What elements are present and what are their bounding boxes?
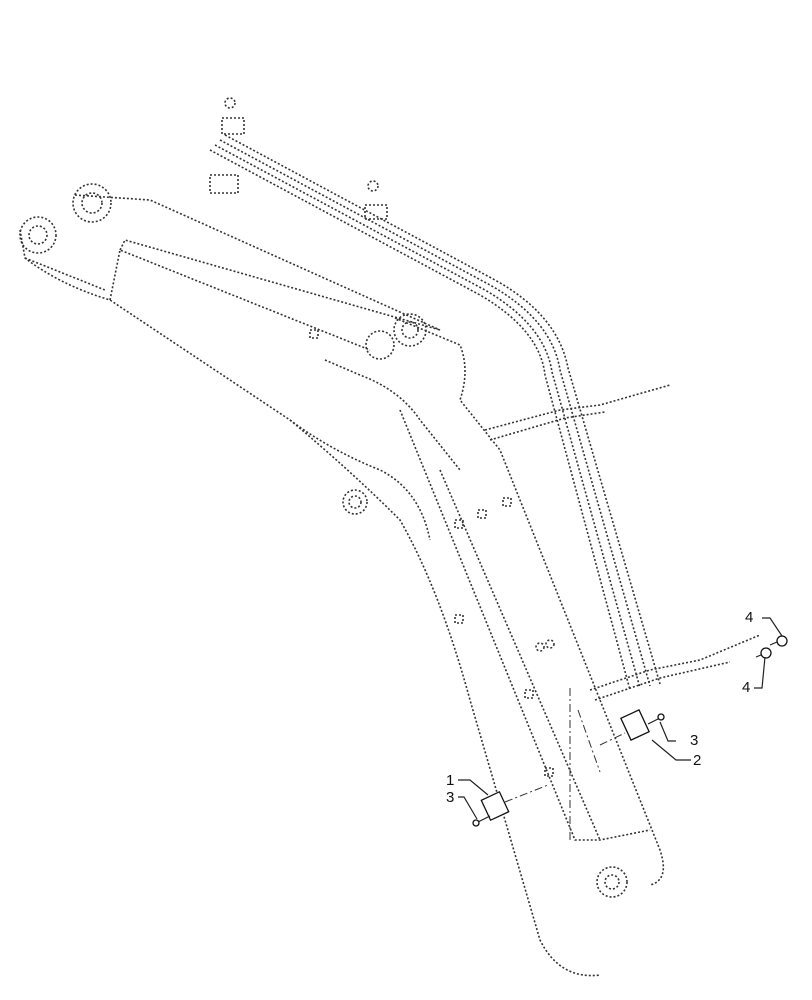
bolts xyxy=(472,635,788,827)
sensor-part-1 xyxy=(480,784,549,822)
sensor-part-2 xyxy=(599,709,650,746)
leader-lines xyxy=(458,617,783,820)
callout-4b: 4 xyxy=(742,679,750,696)
callout-3a: 3 xyxy=(446,789,454,806)
hydraulic-lines xyxy=(209,97,761,840)
arm-structure xyxy=(19,183,665,977)
callout-1: 1 xyxy=(446,772,454,789)
callout-3b: 3 xyxy=(690,732,698,749)
callout-2: 2 xyxy=(693,752,701,769)
callout-4a: 4 xyxy=(745,609,753,626)
